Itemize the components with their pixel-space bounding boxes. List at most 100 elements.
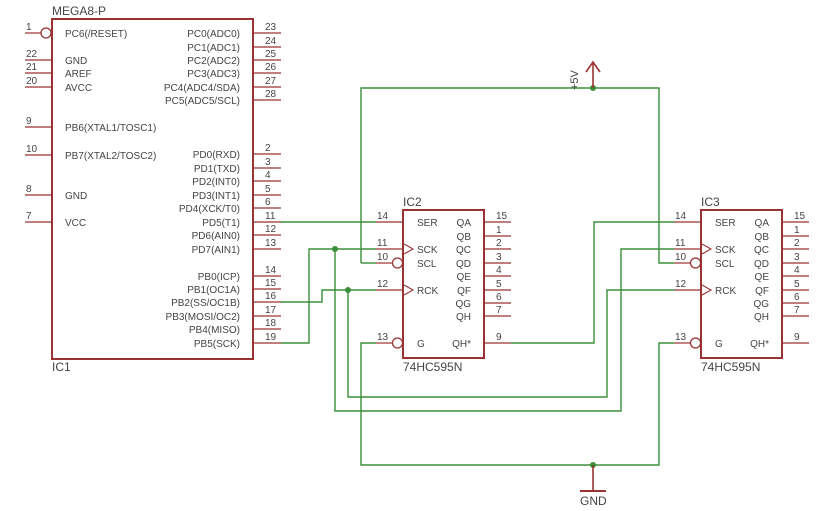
ic1-pin-aref-label: AREF (65, 69, 92, 80)
ic3-pin-qe-label: QE (755, 272, 770, 283)
ic2-pin-qa-number: 15 (496, 211, 508, 222)
ic1-pin-gnd-number: 8 (26, 184, 32, 195)
ic3-pin-rck-clock-marker (701, 284, 713, 296)
ic1-pin-pc1-adc1-number: 24 (265, 36, 277, 47)
ic2-pin-qe-label: QE (457, 272, 472, 283)
ic2-name-label: IC2 (403, 195, 422, 209)
wire-sck (281, 248, 376, 344)
ic2-pin-g-label: G (417, 339, 425, 350)
ic2-pin-qb-label: QB (457, 232, 472, 243)
ic3-pin-qc-label: QC (754, 245, 769, 256)
labels-layer: MEGA8-P IC1 IC2 74HC595N IC3 74HC595N +5… (26, 4, 806, 508)
ic1-pin-pd7-ain1-label: PD7(AIN1) (192, 245, 240, 256)
ic1-pin-aref-number: 21 (26, 62, 38, 73)
ic1-pin-gnd-label: GND (65, 191, 87, 202)
ic3-pin-rck-label: RCK (715, 286, 736, 297)
ic1-pin-avcc-number: 20 (26, 76, 38, 87)
ic3-pin-qc-number: 2 (794, 238, 800, 249)
ic1-pin-pc0-adc0-number: 23 (265, 22, 277, 33)
ic1-pin-vcc-label: VCC (65, 218, 86, 229)
ic2-pin-sck-clock-marker (403, 243, 415, 255)
ic1-pin-pb4-miso-number: 18 (265, 318, 277, 329)
ic3-pin-sck-clock-marker (701, 243, 713, 255)
ic2-pin-rck-label: RCK (417, 286, 438, 297)
ic1-pin-pd2-int0-label: PD2(INT0) (192, 177, 240, 188)
ic1-pin-pc2-adc2-label: PC2(ADC2) (187, 56, 240, 67)
wires-layer (281, 85, 674, 468)
power-arrow-head (585, 60, 601, 73)
ic1-pin-pd6-ain0-number: 12 (265, 224, 277, 235)
ic1-pin-pb6-xtal1-tosc1-number: 9 (26, 116, 32, 127)
ic2-pin-sck-number: 11 (377, 238, 388, 249)
ic1-pin-pd2-int0-number: 4 (265, 170, 271, 181)
wire-ss-rck (281, 289, 376, 303)
ic1-pin-pc0-adc0-label: PC0(ADC0) (187, 29, 240, 40)
ic2-pin-scl-number: 10 (377, 252, 389, 263)
ic3-pin-sck-number: 11 (675, 238, 686, 249)
ic1-pin-pb3-mosi-oc2-number: 17 (265, 305, 277, 316)
ic3-pin-qd-number: 3 (794, 252, 800, 263)
ic1-pin-pb5-sck-label: PB5(SCK) (194, 339, 240, 350)
ic1-pin-pb5-sck-number: 19 (265, 332, 277, 343)
ic3-pin-g-inverter-bubble (689, 337, 702, 349)
ic2-pin-ser-number: 14 (377, 211, 389, 222)
ic1-pin-pc6-reset-number: 1 (26, 22, 32, 33)
ic1-pin-pd5-t1-label: PD5(T1) (202, 218, 240, 229)
ic2-pin-qg-label: QG (455, 299, 471, 310)
ic2-pin-qb-number: 1 (496, 225, 502, 236)
supply-label: +5V (569, 69, 581, 90)
ic1-pin-pd4-xck-t0-label: PD4(XCK/T0) (179, 204, 240, 215)
ic2-pin-qd-number: 3 (496, 252, 502, 263)
ic1-pin-pd6-ain0-label: PD6(AIN0) (192, 231, 240, 242)
ic1-pin-pb7-xtal2-tosc2-number: 10 (26, 144, 38, 155)
ic1-pin-pc4-adc4-sda-label: PC4(ADC4/SDA) (164, 83, 240, 94)
ic1-pin-pc6-reset-label: PC6(/RESET) (65, 29, 127, 40)
ic1-pin-pb2-ss-oc1b-number: 16 (265, 291, 277, 302)
ic1-pin-pd1-txd-label: PD1(TXD) (194, 164, 240, 175)
ic1-pin-pb7-xtal2-tosc2-label: PB7(XTAL2/TOSC2) (65, 151, 156, 162)
ic2-pin-g-number: 13 (377, 332, 389, 343)
ic3-pin-ser-label: SER (715, 218, 736, 229)
ic1-pin-pc2-adc2-number: 25 (265, 49, 277, 60)
ic1-pin-gnd-label: GND (65, 56, 87, 67)
ic1-pin-pc5-adc5-scl-label: PC5(ADC5/SCL) (165, 96, 240, 107)
ic1-body (51, 18, 254, 360)
parts-layer (25, 18, 809, 492)
ic2-pin-qh-label: QH* (452, 339, 471, 350)
ic1-pin-pc4-adc4-sda-number: 27 (265, 76, 277, 87)
ic1-pin-pd7-ain1-number: 13 (265, 238, 277, 249)
ic2-pin-qh-number: 7 (496, 305, 502, 316)
ic1-pin-pb0-icp-number: 14 (265, 265, 277, 276)
ic1-pin-pd1-txd-number: 3 (265, 157, 271, 168)
wire-gnd-g (360, 342, 674, 466)
ic1-pin-pb4-miso-label: PB4(MISO) (189, 325, 240, 336)
ic1-pin-pc5-adc5-scl-number: 28 (265, 89, 277, 100)
ic3-pin-scl-label: SCL (715, 259, 735, 270)
ic3-pin-qg-label: QG (753, 299, 769, 310)
ic1-pin-pb0-icp-label: PB0(ICP) (198, 272, 240, 283)
ic3-pin-scl-inverter-bubble (689, 257, 702, 269)
ic2-pin-rck-number: 12 (377, 279, 389, 290)
ic3-body (700, 209, 783, 359)
ic3-pin-qa-label: QA (755, 218, 770, 229)
ground-label: GND (580, 494, 607, 508)
ic1-pin-pc6-reset-inverter-bubble (40, 27, 52, 39)
ic1-pin-pd4-xck-t0-number: 6 (265, 197, 271, 208)
ic3-pin-ser-number: 14 (675, 211, 687, 222)
ic3-pin-qh-label: QH (754, 312, 769, 323)
ic2-pin-qh-label: QH (456, 312, 471, 323)
ic3-pin-qb-label: QB (755, 232, 770, 243)
ic3-pin-qg-number: 6 (794, 292, 800, 303)
ic3-pin-qf-number: 5 (794, 279, 800, 290)
ic3-pin-sck-label: SCK (715, 245, 736, 256)
ic2-pin-qc-label: QC (456, 245, 471, 256)
ic1-pin-avcc-label: AVCC (65, 83, 92, 94)
ic3-value-label: 74HC595N (701, 360, 760, 374)
ic1-pin-pc1-adc1-label: PC1(ADC1) (187, 43, 240, 54)
ic2-pin-g-inverter-bubble (391, 337, 404, 349)
wire-rck-ic3 (347, 289, 674, 398)
ic1-pin-pb1-oc1a-label: PB1(OC1A) (187, 285, 240, 296)
wire-vcc-to-scl (360, 87, 674, 264)
ic3-pin-qh-number: 9 (794, 332, 800, 343)
ic2-pin-qf-label: QF (457, 286, 471, 297)
